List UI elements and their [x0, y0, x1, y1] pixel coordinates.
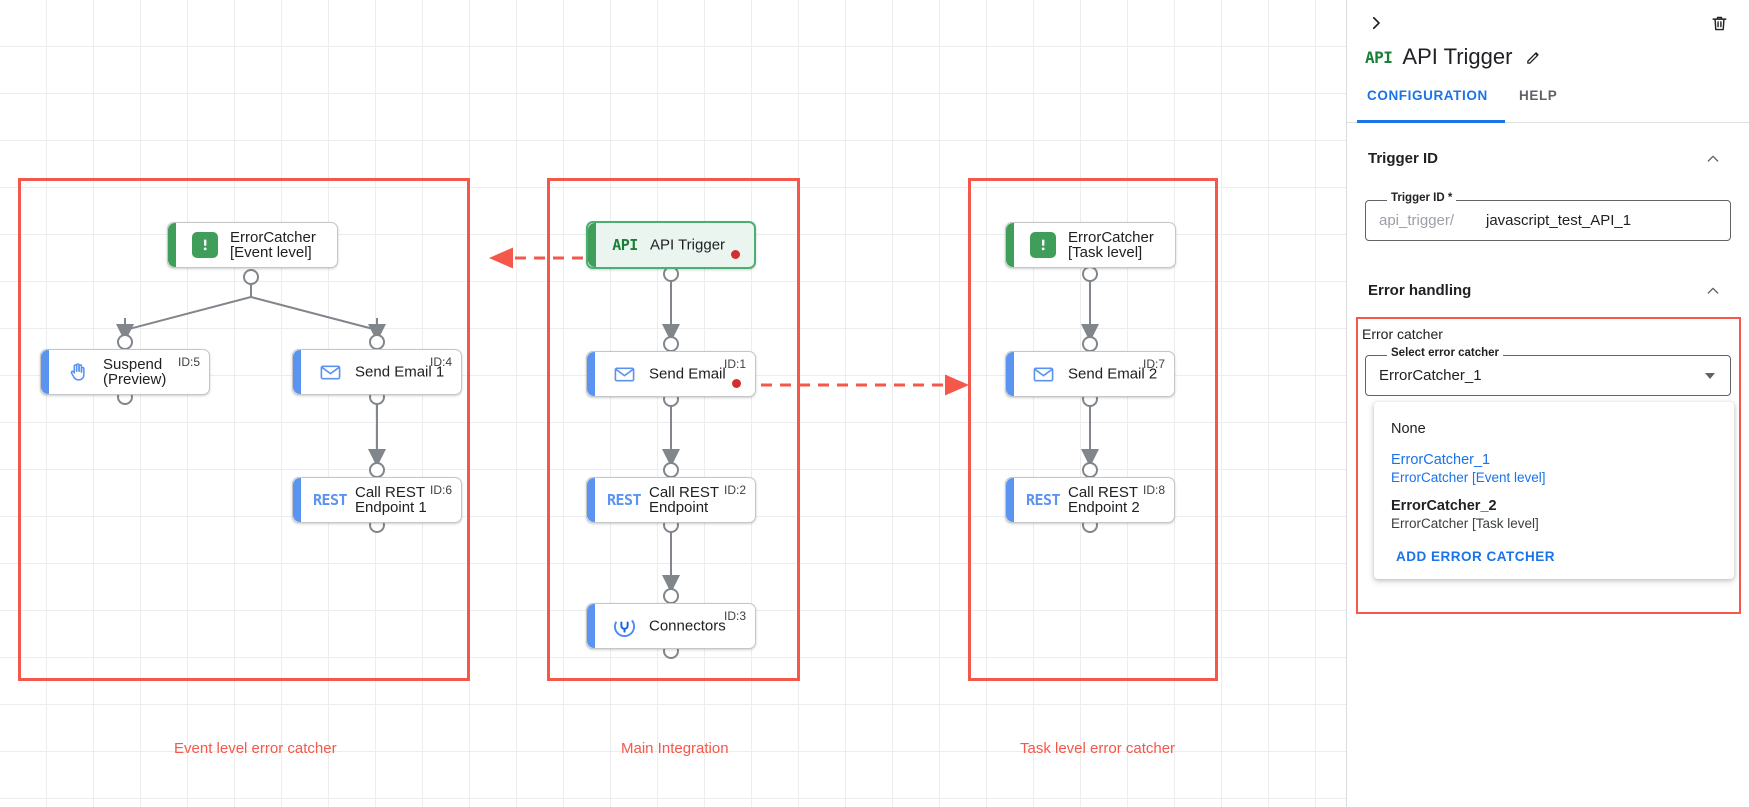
- node-id-tag: ID:5: [177, 355, 200, 369]
- node-call-rest-endpoint-2[interactable]: REST Call REST Endpoint 2 ID:8: [1005, 477, 1175, 523]
- error-catcher-label: Error catcher: [1362, 326, 1443, 342]
- error-indicator-dot: [732, 379, 741, 388]
- trigger-id-field-label: Trigger ID *: [1387, 192, 1457, 204]
- node-send-email-2[interactable]: Send Email 2 ID:7: [1005, 351, 1175, 397]
- trigger-id-field[interactable]: Trigger ID * api_trigger/ javascript_tes…: [1365, 192, 1731, 241]
- node-connectors[interactable]: Connectors ID:3: [586, 603, 756, 649]
- envelope-icon: [1028, 359, 1058, 389]
- rest-icon: REST: [606, 485, 642, 515]
- menu-item-none[interactable]: None: [1391, 421, 1426, 437]
- node-id-tag: ID:7: [1142, 357, 1165, 371]
- menu-item-subtitle: ErrorCatcher [Task level]: [1391, 516, 1539, 531]
- page-title: API Trigger: [1402, 44, 1513, 69]
- node-id-tag: ID:2: [723, 483, 746, 497]
- tab-active-indicator: [1357, 120, 1505, 123]
- details-panel: API API Trigger CONFIGURATION HELP Trigg…: [1346, 0, 1749, 807]
- node-accent-bar: [293, 478, 301, 522]
- node-accent-bar: [588, 223, 596, 267]
- envelope-icon: [609, 359, 639, 389]
- node-call-rest-endpoint-1[interactable]: REST Call REST Endpoint 1 ID:6: [292, 477, 462, 523]
- select-error-catcher-label: Select error catcher: [1387, 347, 1504, 359]
- group-label-task-level: Task level error catcher: [1020, 740, 1176, 757]
- node-label: Send Email 1: [355, 363, 445, 381]
- section-heading-trigger-id: Trigger ID: [1368, 150, 1439, 167]
- menu-item-errorcatcher-1[interactable]: ErrorCatcher_1 ErrorCatcher [Event level…: [1391, 452, 1546, 486]
- trigger-id-prefix: api_trigger/: [1379, 212, 1455, 229]
- tab-configuration[interactable]: CONFIGURATION: [1367, 88, 1488, 103]
- node-label: Send Email 2: [1068, 365, 1158, 383]
- node-label: Suspend (Preview): [103, 356, 167, 388]
- menu-item-title: ErrorCatcher_2: [1391, 498, 1497, 514]
- section-heading-error-handling: Error handling: [1368, 282, 1472, 299]
- node-accent-bar: [1006, 478, 1014, 522]
- envelope-icon: [315, 357, 345, 387]
- panel-tabs: CONFIGURATION HELP: [1347, 88, 1749, 123]
- rest-icon: REST: [1025, 485, 1061, 515]
- api-icon-text: API: [612, 236, 638, 254]
- node-id-tag: ID:8: [1142, 483, 1165, 497]
- node-accent-bar: [587, 352, 595, 396]
- error-indicator-dot: [731, 250, 740, 259]
- node-errorcatcher-task-level[interactable]: ErrorCatcher [Task level]: [1005, 222, 1176, 268]
- node-call-rest-endpoint[interactable]: REST Call REST Endpoint ID:2: [586, 477, 756, 523]
- node-label: API Trigger: [650, 236, 726, 254]
- chevron-down-icon[interactable]: [1705, 373, 1715, 379]
- rest-icon-text: REST: [606, 491, 642, 509]
- node-send-email-1[interactable]: Send Email 1 ID:4: [292, 349, 462, 395]
- error-catcher-icon: [190, 230, 220, 260]
- select-error-catcher-field[interactable]: Select error catcher ErrorCatcher_1: [1365, 347, 1731, 396]
- node-label: ErrorCatcher [Event level]: [230, 229, 316, 261]
- hand-icon: [63, 357, 93, 387]
- group-label-event-level: Event level error catcher: [174, 740, 337, 757]
- edit-icon[interactable]: [1522, 46, 1544, 68]
- error-catcher-dropdown-menu[interactable]: None ErrorCatcher_1 ErrorCatcher [Event …: [1374, 402, 1734, 579]
- node-id-tag: ID:3: [723, 609, 746, 623]
- group-frame-task-level[interactable]: [968, 178, 1218, 681]
- flow-canvas[interactable]: Event level error catcher Main Integrati…: [0, 0, 1346, 807]
- chevron-up-icon-error-handling[interactable]: [1705, 283, 1721, 299]
- add-error-catcher-button[interactable]: ADD ERROR CATCHER: [1396, 549, 1555, 564]
- error-catcher-icon: [1028, 230, 1058, 260]
- api-icon: API: [610, 230, 640, 260]
- chevron-up-icon-trigger-id[interactable]: [1705, 151, 1721, 167]
- node-id-tag: ID:6: [429, 483, 452, 497]
- tab-help[interactable]: HELP: [1519, 88, 1558, 103]
- node-accent-bar: [41, 350, 49, 394]
- node-label: Call REST Endpoint 2: [1068, 484, 1140, 516]
- connectors-icon: [609, 611, 639, 641]
- group-label-main-integration: Main Integration: [621, 740, 729, 757]
- menu-item-errorcatcher-2[interactable]: ErrorCatcher_2 ErrorCatcher [Task level]: [1391, 498, 1539, 532]
- node-label: Call REST Endpoint 1: [355, 484, 427, 516]
- delete-button[interactable]: [1705, 9, 1733, 37]
- panel-title-row: API API Trigger: [1365, 44, 1544, 70]
- node-label: Call REST Endpoint: [649, 484, 720, 516]
- rest-icon: REST: [312, 485, 348, 515]
- node-label: ErrorCatcher [Task level]: [1068, 229, 1154, 261]
- group-frame-main-integration[interactable]: [547, 178, 800, 681]
- node-errorcatcher-event-level[interactable]: ErrorCatcher [Event level]: [167, 222, 338, 268]
- api-icon: API: [1365, 47, 1393, 67]
- rest-icon-text: REST: [1025, 491, 1061, 509]
- collapse-panel-button[interactable]: [1361, 8, 1391, 38]
- trigger-id-input[interactable]: javascript_test_API_1: [1486, 212, 1632, 229]
- node-suspend[interactable]: Suspend (Preview) ID:5: [40, 349, 210, 395]
- menu-item-title: ErrorCatcher_1: [1391, 452, 1491, 468]
- node-id-tag: ID:4: [429, 355, 452, 369]
- node-label: Connectors: [649, 617, 726, 635]
- node-accent-bar: [293, 350, 301, 394]
- node-accent-bar: [1006, 352, 1014, 396]
- menu-item-subtitle: ErrorCatcher [Event level]: [1391, 470, 1546, 485]
- select-error-catcher-value: ErrorCatcher_1: [1379, 367, 1482, 384]
- node-accent-bar: [168, 223, 176, 267]
- node-api-trigger[interactable]: API API Trigger: [586, 221, 756, 269]
- node-send-email[interactable]: Send Email ID:1: [586, 351, 756, 397]
- node-label: Send Email: [649, 365, 726, 383]
- node-accent-bar: [1006, 223, 1014, 267]
- node-accent-bar: [587, 478, 595, 522]
- rest-icon-text: REST: [312, 491, 348, 509]
- node-id-tag: ID:1: [723, 357, 746, 371]
- panel-header: API API Trigger: [1347, 0, 1749, 88]
- node-accent-bar: [587, 604, 595, 648]
- group-frame-event-level[interactable]: [18, 178, 470, 681]
